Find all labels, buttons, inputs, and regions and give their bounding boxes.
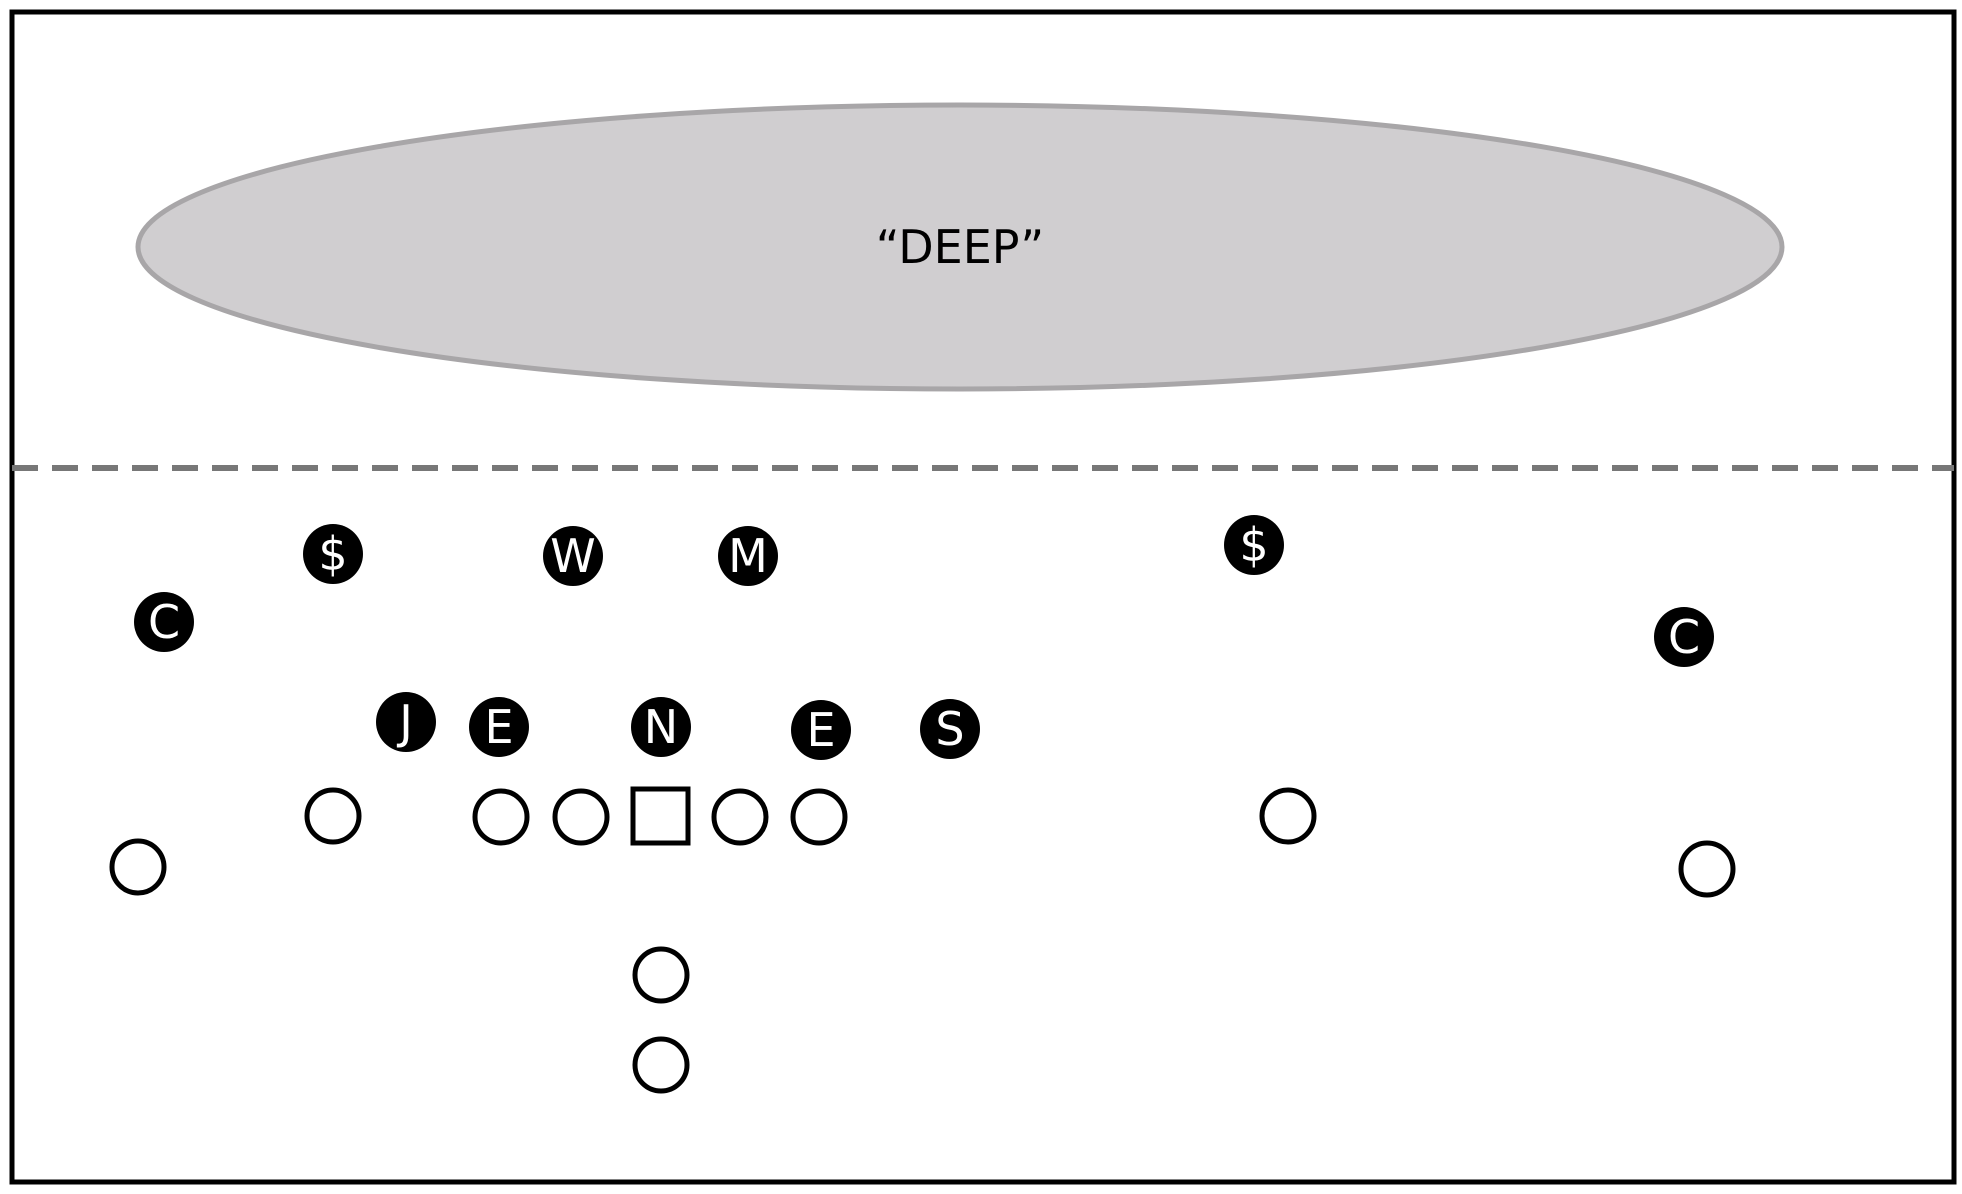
defender-marker — [718, 526, 778, 586]
offense-player — [1678, 840, 1736, 898]
offense-player — [632, 1036, 690, 1094]
defender: C — [134, 592, 194, 652]
defender: E — [469, 697, 529, 757]
defender-letter: C — [1668, 610, 1700, 664]
defender-letter: E — [806, 703, 835, 757]
defender-letter: C — [148, 595, 180, 649]
defender: S — [920, 699, 980, 759]
defender-marker — [1654, 607, 1714, 667]
defender: $ — [1224, 515, 1284, 575]
defender-letter: W — [550, 529, 595, 583]
defender-marker — [631, 697, 691, 757]
deep-zone: “DEEP” — [135, 102, 1785, 392]
defender-marker — [469, 697, 529, 757]
offense-player — [1259, 787, 1317, 845]
defender-marker — [303, 524, 363, 584]
offense — [109, 786, 1736, 1094]
defender: C — [1654, 607, 1714, 667]
defender: E — [791, 700, 851, 760]
offense-center — [630, 786, 691, 846]
offense-player — [790, 788, 848, 846]
defender-marker — [1224, 515, 1284, 575]
defender-marker — [543, 526, 603, 586]
defender: M — [718, 526, 778, 586]
offense-player — [109, 838, 167, 896]
defender-marker — [791, 700, 851, 760]
defender-letter: $ — [318, 527, 347, 581]
defender-letter: N — [644, 700, 678, 754]
defender: W — [543, 526, 603, 586]
defender-letter: $ — [1239, 518, 1268, 572]
deep-zone-ellipse — [135, 102, 1785, 392]
defense: $ W M $ C C J E — [134, 515, 1714, 760]
defender-letter: S — [935, 702, 964, 756]
defender: $ — [303, 524, 363, 584]
defender-marker — [134, 592, 194, 652]
offense-player — [472, 788, 530, 846]
offense-player — [632, 946, 690, 1004]
deep-zone-label: “DEEP” — [876, 220, 1044, 274]
defender-letter: M — [728, 529, 768, 583]
defender: J — [376, 692, 436, 752]
defender-marker — [920, 699, 980, 759]
offense-player — [304, 787, 362, 845]
defender-letter: E — [484, 700, 513, 754]
offense-player — [552, 788, 610, 846]
defender-letter: J — [396, 695, 413, 749]
defender-marker — [376, 692, 436, 752]
defender: N — [631, 697, 691, 757]
offense-player — [711, 788, 769, 846]
